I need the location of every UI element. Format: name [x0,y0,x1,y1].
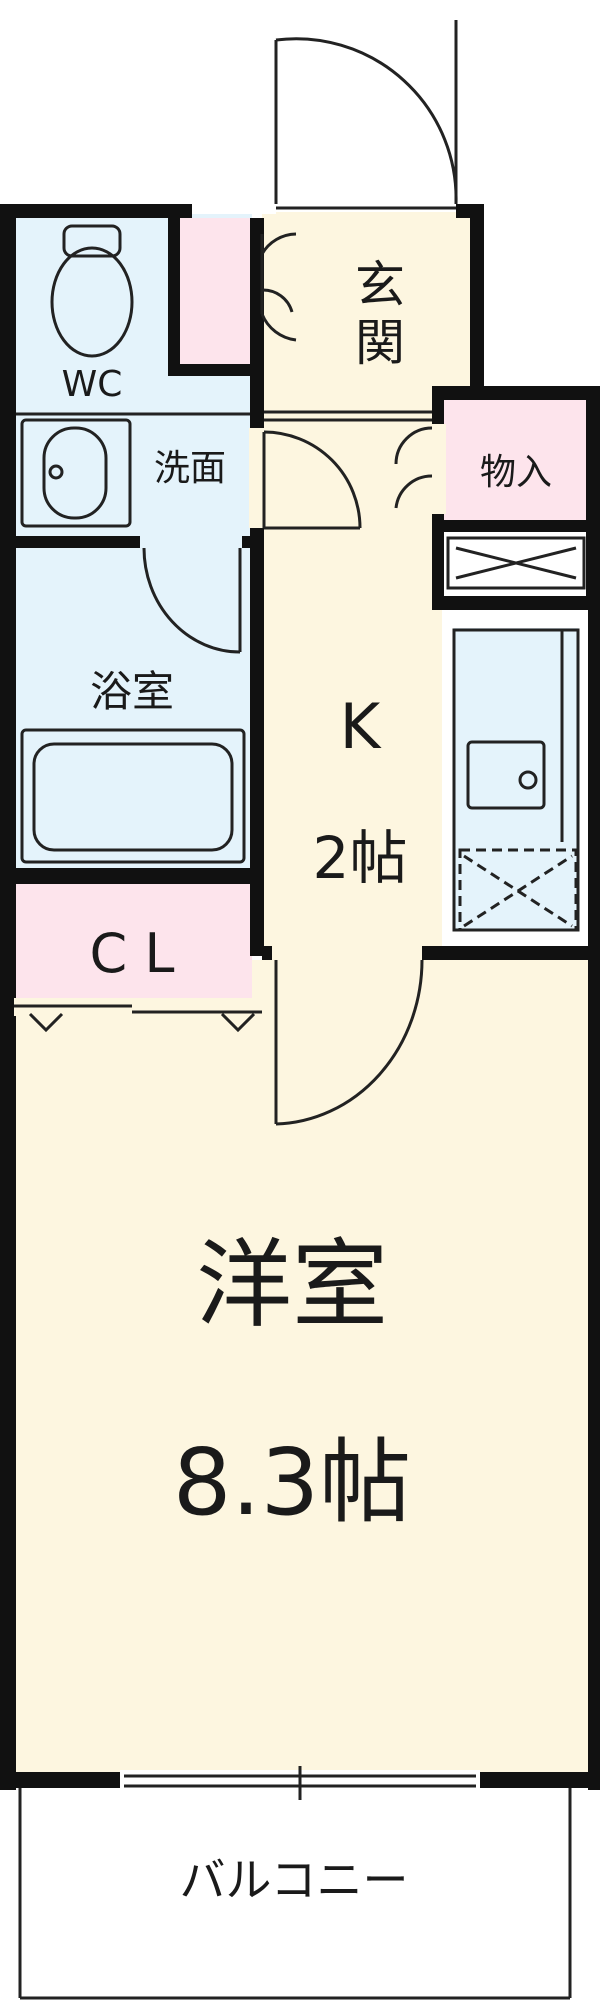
storage-floor [442,398,590,522]
wall-right-upper [586,386,600,610]
wash-basin-bowl [42,426,108,520]
wall-storage-top [432,386,600,400]
toilet-tank [62,224,122,258]
western-room-size: 8.3帖 [173,1429,411,1536]
kitchen-counter [454,628,578,930]
wall-top-left [0,204,178,218]
labels: 玄 関 WC 洗面 物入 浴室 K 2帖 C L 洋室 8.3帖 バルコニー [62,256,552,1907]
fridge-space [458,848,578,932]
bathroom-label: 浴室 [90,667,174,716]
wall-entrance-right [470,204,484,394]
fridge-x-2 [463,854,573,928]
wash-basin-tap [48,464,64,480]
room-door-gap [272,944,422,962]
floor-fills [14,214,594,1994]
washroom-door-gap [249,428,265,528]
duct-x-2 [455,546,577,580]
fixtures [16,224,586,932]
bathtub-inner [32,742,234,852]
closet-floor [14,884,252,1002]
wall-right-lower [588,596,600,1790]
closet-door-notch-left [28,1012,64,1033]
western-room-floor [14,960,594,1772]
entrance-label-2: 関 [355,314,405,372]
washroom-door-swing [263,430,362,529]
shoe-cabinet [178,218,254,364]
wash-basin [20,418,132,528]
doors [14,20,458,1126]
wall-wet-right [250,218,264,956]
entrance-door-gap-floor [276,212,456,220]
entrance-label-1: 玄 [355,256,405,314]
kitchen-size: 2帖 [313,824,408,892]
bath-door-gap [140,534,242,550]
wall-shoe-cabinet-top [172,204,192,218]
kitchen-sink [466,740,546,810]
entrance-floor [262,214,470,412]
wall-storage-bottom [432,520,600,532]
shoe-cabinet-door-1 [260,232,297,314]
wall-duct-bottom [432,596,600,610]
wc-label: WC [62,364,123,405]
kitchen-sink-drain [518,770,538,790]
closet-door-notch-right [220,1012,256,1033]
room-door-swing [275,959,424,1126]
washroom-label: 洗面 [154,448,226,489]
entrance-door-swing [275,37,458,205]
duct-box [446,536,586,590]
wall-shoe-cabinet-left [168,218,180,376]
bathroom-floor [14,546,252,870]
shoe-cabinet-door-2 [260,313,297,342]
balcony-floor [20,1786,570,1994]
wall-bath-closet [14,868,252,884]
kitchen-label: K [340,690,382,763]
storage-label: 物入 [480,452,552,493]
kitchen-floor [262,412,442,950]
wall-left [0,204,16,1790]
balcony [18,1766,572,2000]
balcony-label: バルコニー [179,1853,408,1907]
bathtub [20,728,246,864]
western-room-label: 洋室 [196,1229,388,1341]
storage-door-gap [430,424,446,514]
toilet-bowl [50,246,134,358]
shoe-cabinet-door-3 [261,288,294,313]
storage-door-swing [394,426,433,509]
wall-shoe-cabinet-bottom [170,364,262,376]
closet-label: C L [90,922,175,985]
bath-door-swing [142,547,241,654]
